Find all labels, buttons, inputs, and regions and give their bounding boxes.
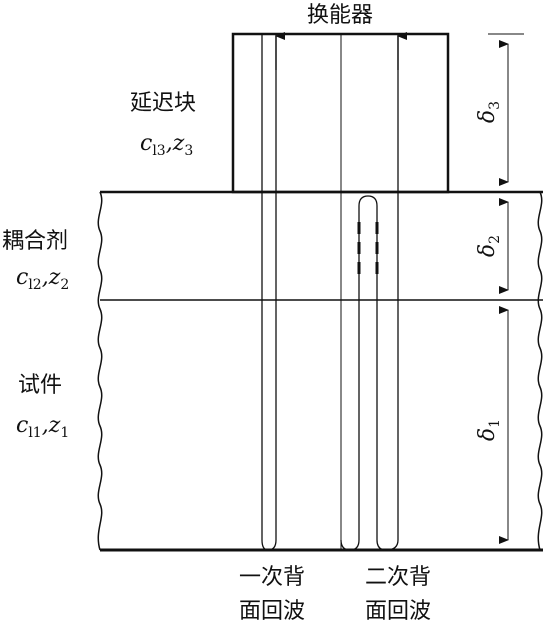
delta3-label: δ3: [475, 101, 503, 123]
delay-block-name: 延迟块: [130, 91, 196, 116]
couplant-params: cl2,z2: [16, 265, 69, 293]
second-echo-caption-line1: 二次背: [365, 565, 431, 590]
delay-block-params: cl3,z3: [140, 131, 193, 159]
first-echo-caption-line1: 一次背: [239, 565, 305, 590]
second-echo-caption-line2: 面回波: [365, 599, 431, 624]
right-break-line: [537, 191, 543, 551]
specimen-params: cl1,z1: [16, 413, 69, 441]
specimen-name: 试件: [18, 373, 62, 398]
first-echo-caption-line2: 面回波: [239, 599, 305, 624]
transducer-label: 换能器: [307, 3, 373, 28]
delta1-label: δ1: [475, 419, 503, 441]
left-break-line: [97, 191, 103, 551]
second-echo-path-outer: [340, 34, 399, 551]
delta2-label: δ2: [475, 235, 503, 257]
couplant-name: 耦合剂: [2, 229, 68, 254]
first-echo-path: [261, 34, 277, 551]
